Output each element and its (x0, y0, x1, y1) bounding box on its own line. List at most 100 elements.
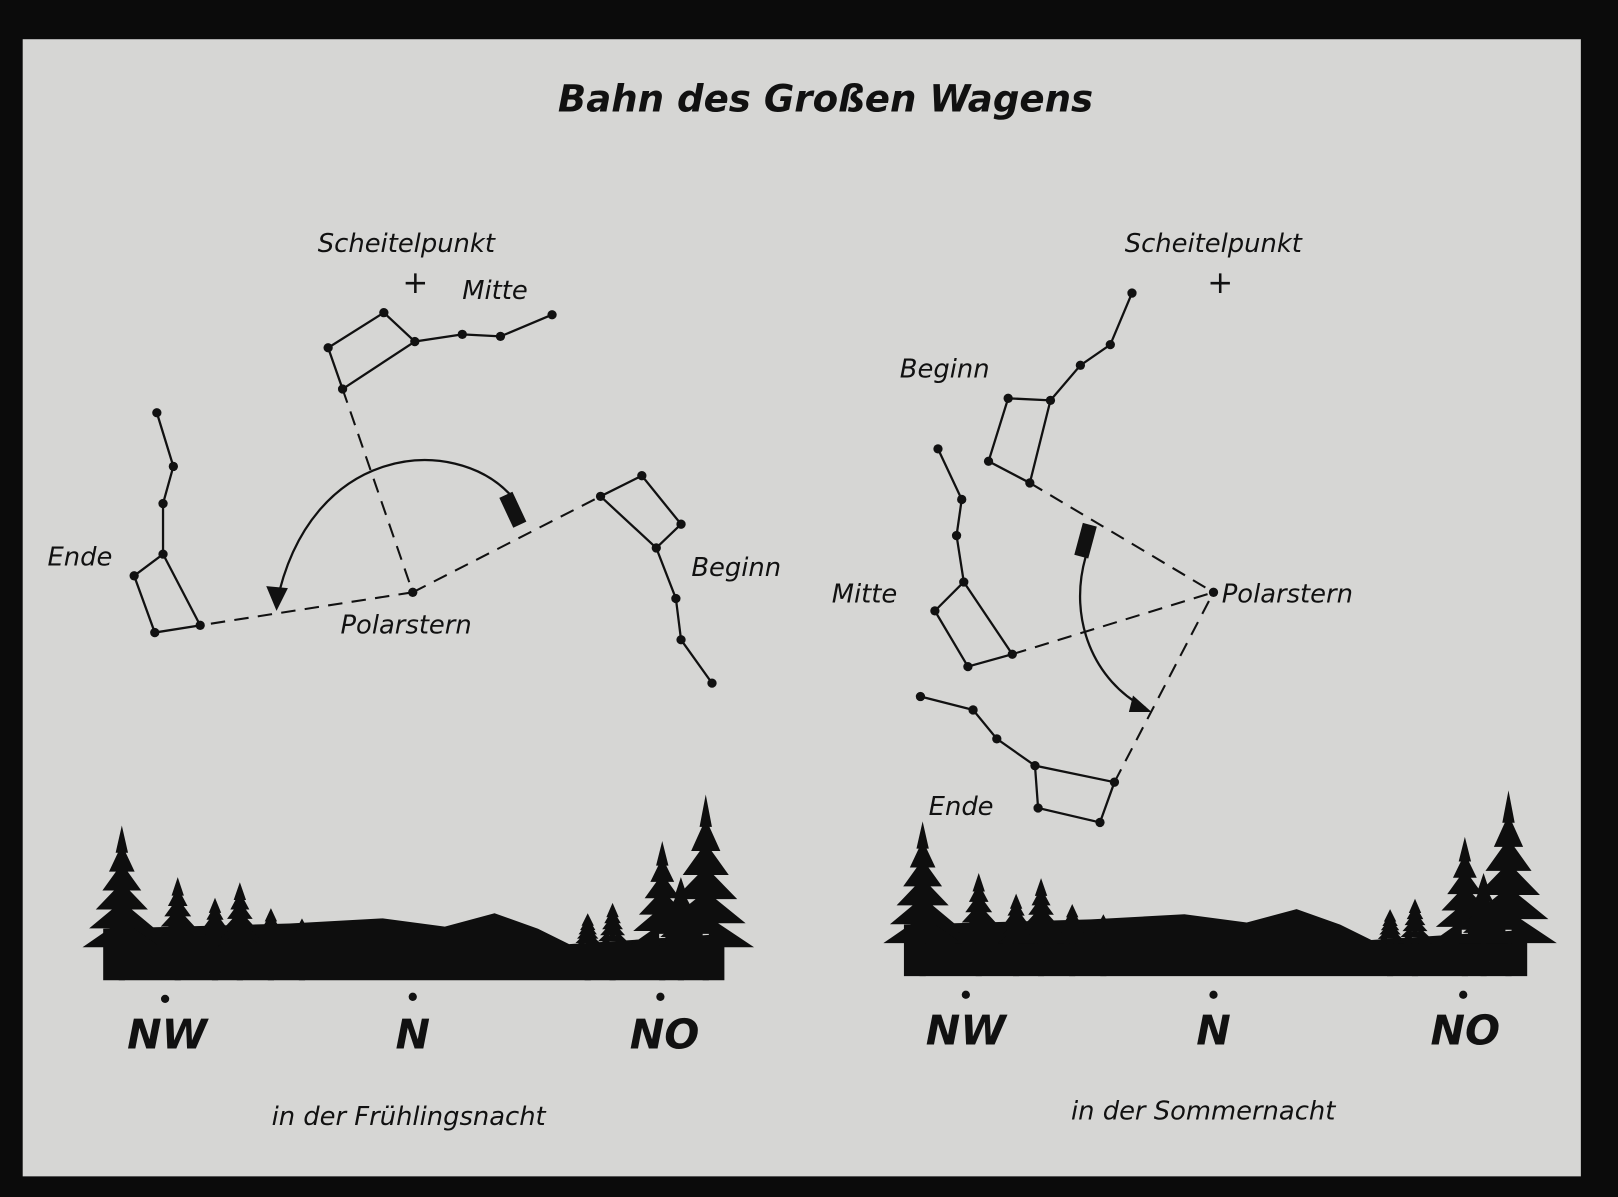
left-motion-arrow (275, 459, 512, 604)
left-label-polarstern: Polarstern (341, 611, 472, 641)
star (408, 587, 418, 597)
star (983, 456, 994, 466)
tree-icon (289, 918, 315, 981)
tree-icon (217, 882, 263, 981)
star (150, 627, 160, 638)
left-panel: Scheitelpunkt + Mitte Ende Beginn Polars… (47, 229, 781, 688)
star (707, 678, 717, 688)
left-dipper-beginn (598, 474, 713, 684)
tree-icon (1091, 914, 1116, 977)
tree-icon (1376, 909, 1404, 977)
slide-title: Bahn des Großen Wagens (558, 77, 1093, 120)
tree-icon (1018, 878, 1064, 977)
star (676, 519, 686, 529)
tree-icon (1459, 872, 1508, 977)
right-label-polarstern: Polarstern (1222, 580, 1353, 610)
tree-icon (196, 897, 234, 981)
star (933, 444, 943, 454)
tree-icon (997, 893, 1035, 977)
left-compass: NW N NO in der Frühlingsnacht (127, 992, 700, 1132)
star (1033, 803, 1043, 813)
star (1003, 393, 1013, 403)
tree-icon (255, 908, 287, 981)
right-direction-nw: NW (926, 1006, 1009, 1054)
star (1105, 340, 1115, 350)
left-zenith-cross-icon: + (402, 265, 428, 301)
star (951, 530, 962, 541)
left-dipper-ende (132, 412, 202, 634)
star (1095, 817, 1105, 828)
right-arrowhead-icon (1128, 695, 1152, 713)
left-direction-no: NO (630, 1010, 700, 1058)
tree-icon (595, 902, 630, 981)
tree-icon (1056, 903, 1088, 977)
right-direction-n: N (1196, 1006, 1231, 1054)
left-dipper-mitte (326, 311, 553, 391)
star (1127, 288, 1137, 298)
left-horizon-silhouette (82, 794, 755, 981)
star (495, 331, 506, 342)
left-arrowhead-icon (266, 586, 288, 611)
star (930, 606, 940, 616)
right-label-ende: Ende (929, 792, 994, 822)
left-telescope-icon (499, 491, 527, 528)
star (968, 705, 978, 715)
star (129, 571, 139, 581)
right-direction-no: NO (1430, 1006, 1500, 1054)
star (158, 549, 168, 559)
right-label-beginn: Beginn (900, 355, 990, 385)
tree-icon (656, 877, 706, 981)
star (410, 336, 420, 347)
star (152, 408, 162, 418)
star (1075, 360, 1086, 370)
right-zenith-cross-icon: + (1207, 265, 1233, 301)
tree-icon (1398, 898, 1432, 977)
slide-card (22, 39, 1581, 1177)
star (1030, 761, 1040, 771)
star (1007, 649, 1017, 659)
right-compass: NW N NO in der Sommernacht (926, 990, 1500, 1127)
left-label-ende: Ende (47, 542, 112, 572)
right-motion-arrow (1078, 556, 1146, 709)
left-caption: in der Frühlingsnacht (272, 1102, 547, 1132)
star (595, 491, 606, 501)
left-label-beginn: Beginn (691, 553, 781, 583)
star (676, 635, 686, 645)
star (959, 577, 969, 587)
left-direction-nw: NW (127, 1010, 210, 1058)
star (168, 461, 179, 472)
star (1025, 478, 1035, 488)
right-telescope-icon (1074, 522, 1097, 559)
star (379, 308, 389, 318)
star (671, 593, 681, 604)
star (915, 691, 926, 702)
star (337, 384, 348, 394)
left-direction-n: N (395, 1010, 430, 1058)
star (158, 498, 168, 509)
star (1045, 395, 1056, 406)
left-label-mitte: Mitte (462, 276, 527, 306)
tree-icon (954, 872, 1003, 977)
star (992, 734, 1002, 744)
tree-icon (153, 877, 202, 981)
star (1208, 587, 1219, 597)
tree-icon (82, 825, 162, 981)
star (323, 343, 333, 353)
right-dipper-mitte (933, 448, 1015, 668)
tree-icon (574, 913, 602, 981)
right-horizon-silhouette (883, 790, 1557, 977)
right-panel: Scheitelpunkt + Beginn Mitte Ende Polars… (832, 229, 1353, 828)
left-zenith-label: Scheitelpunkt (318, 229, 496, 259)
star (957, 494, 967, 505)
right-dipper-beginn (987, 292, 1134, 485)
star (1109, 777, 1120, 787)
star (637, 471, 647, 481)
right-zenith-label: Scheitelpunkt (1125, 229, 1303, 259)
right-caption: in der Sommernacht (1071, 1097, 1336, 1127)
right-label-mitte: Mitte (832, 580, 897, 610)
star (457, 329, 467, 339)
star (963, 661, 973, 672)
right-dipper-ende (920, 695, 1116, 824)
star (547, 310, 557, 320)
